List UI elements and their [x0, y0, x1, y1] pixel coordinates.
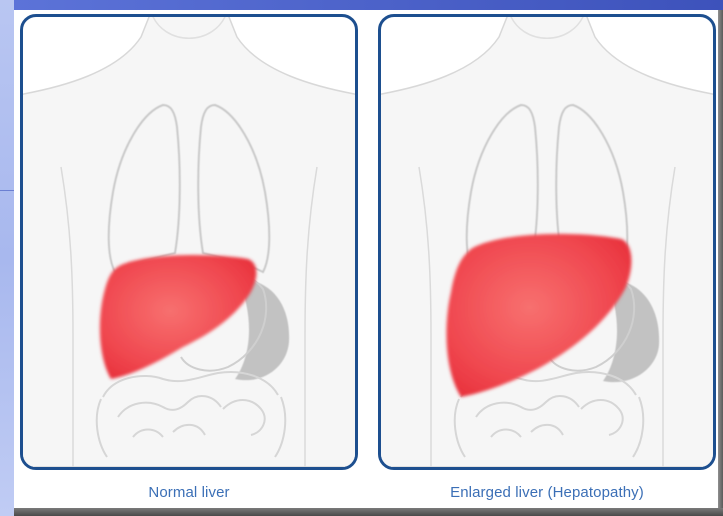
enlarged-liver-panel [378, 14, 716, 470]
slide-left-tick [0, 190, 14, 191]
enlarged-liver-illustration [381, 17, 713, 467]
sheet-bottom-shadow [14, 508, 723, 516]
normal-liver-illustration [23, 17, 355, 467]
normal-liver-panel [20, 14, 358, 470]
slide-top-band [14, 0, 723, 10]
enlarged-liver-caption: Enlarged liver (Hepatopathy) [378, 484, 716, 501]
normal-liver-caption: Normal liver [20, 484, 358, 501]
slide-left-band [0, 0, 14, 516]
sheet-right-shadow [718, 10, 723, 508]
